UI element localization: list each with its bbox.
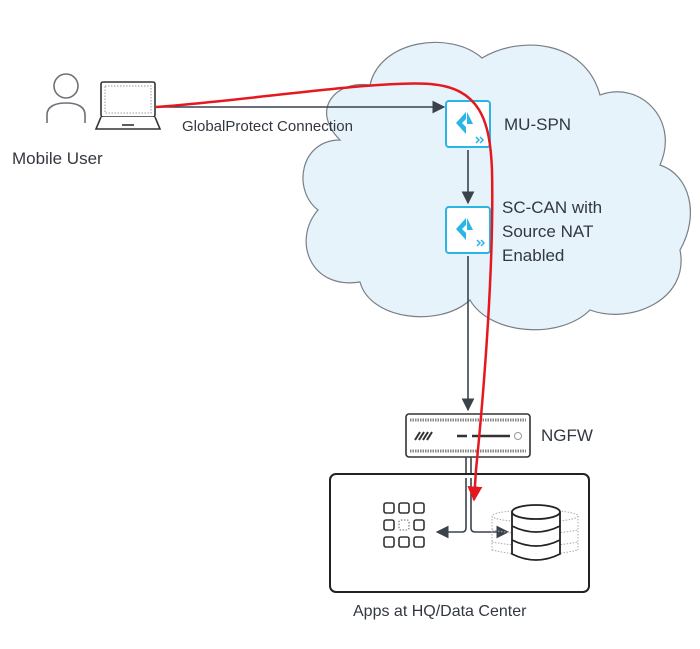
sc-can-label-line: SC-CAN with	[502, 198, 603, 217]
laptop-icon	[94, 81, 162, 130]
globalprotect-connection-label: GlobalProtect Connection	[182, 118, 353, 135]
mu-spn-label: MU-SPN	[504, 115, 572, 134]
cloud-shape	[302, 41, 691, 331]
sc-can-node[interactable]	[445, 206, 491, 254]
sc-can-label-line: Enabled	[502, 246, 565, 265]
palo-alto-logo-icon	[414, 431, 433, 441]
hq-label: Apps at HQ/Data Center	[353, 603, 527, 620]
ngfw-to-apps-edge	[435, 478, 467, 539]
hq-data-center-container	[329, 473, 590, 593]
prisma-access-icon	[456, 218, 486, 247]
database-icon	[491, 504, 579, 561]
status-light-icon	[514, 432, 522, 440]
user-icon	[46, 73, 86, 123]
ngfw-appliance[interactable]	[405, 413, 531, 458]
apps-grid-icon	[383, 502, 425, 548]
mobile-user-label: Mobile User	[12, 149, 103, 168]
prisma-access-icon	[456, 112, 485, 144]
mu-spn-node[interactable]	[445, 100, 491, 148]
ngfw-to-database-edge	[470, 478, 510, 539]
ngfw-label: NGFW	[541, 426, 593, 445]
sc-can-label: SC-CAN with Source NAT Enabled	[502, 196, 602, 268]
sc-can-label-line: Source NAT	[502, 222, 594, 241]
traffic-path	[155, 82, 494, 502]
